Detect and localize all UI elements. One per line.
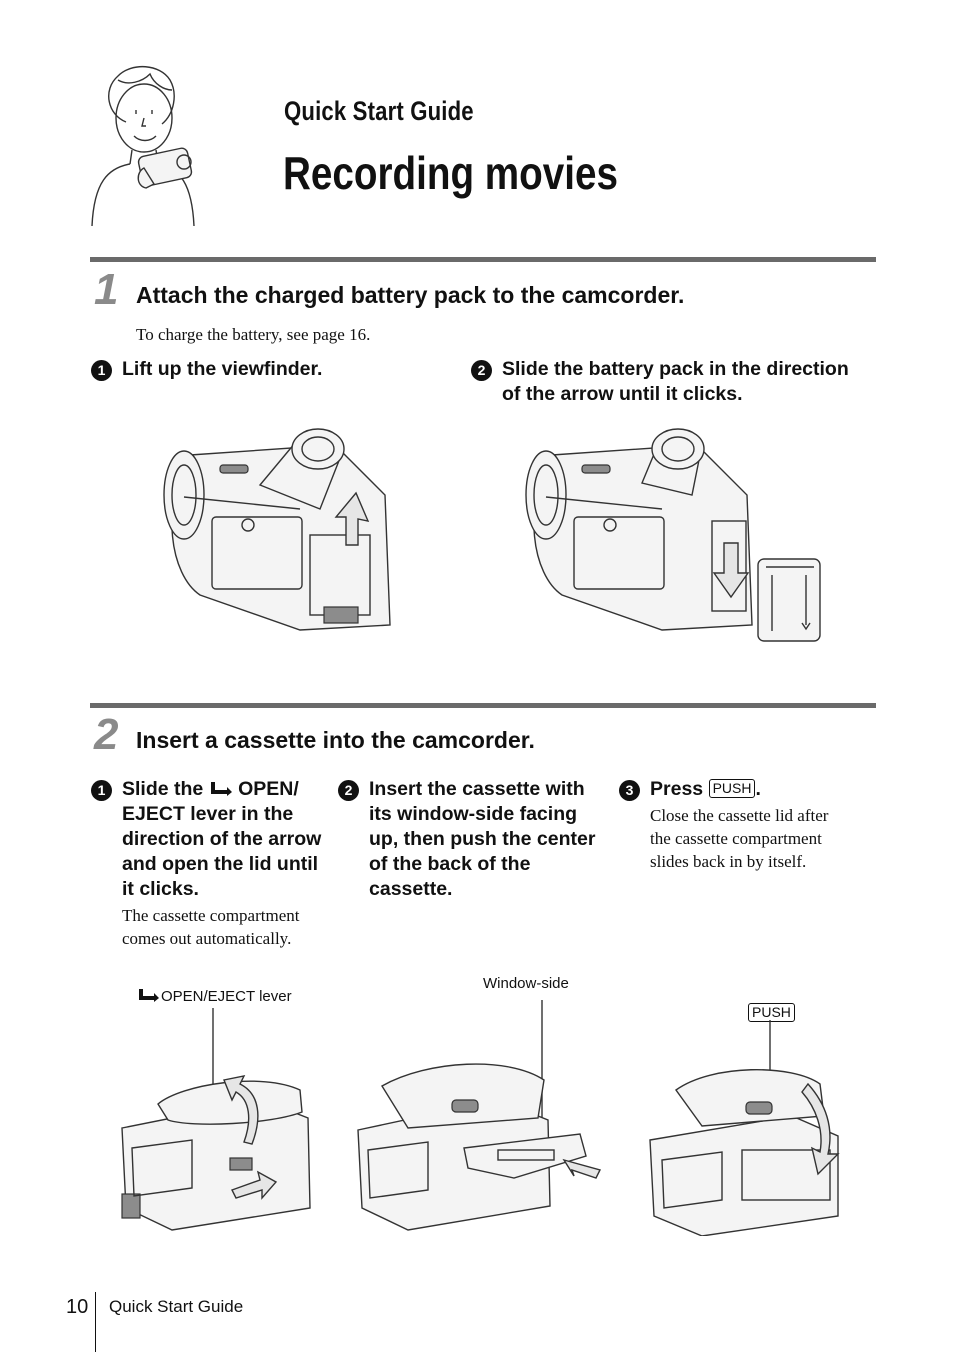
step-2-number: 2 xyxy=(94,710,119,759)
window-side-caption: Window-side xyxy=(483,975,569,992)
step-2-rule xyxy=(90,703,876,708)
open-eject-lever-icon xyxy=(139,989,159,1002)
footer-section-label: Quick Start Guide xyxy=(109,1297,244,1316)
substep-2-2-marker: 2 xyxy=(338,780,359,801)
substep-2-2-text: Insert the cassette with its window-side… xyxy=(369,778,596,900)
section-kicker: Quick Start Guide xyxy=(284,96,474,126)
substep-2-3-text: Press PUSH. xyxy=(650,778,761,800)
push-lid-illustration xyxy=(649,1020,840,1236)
substep-2-3-marker: 3 xyxy=(619,780,640,801)
push-caption: PUSH xyxy=(748,1003,795,1023)
step-1-rule xyxy=(90,257,876,262)
step-1-number: 1 xyxy=(94,265,119,314)
step-1-note: To charge the battery, see page 16. xyxy=(136,325,371,344)
push-key-label: PUSH xyxy=(708,779,756,798)
substep-2-1-note: The cassette compartment comes out autom… xyxy=(122,906,300,948)
substep-2-1-text: Slide the OPEN/ EJECT lever in the direc… xyxy=(122,778,322,900)
substep-1-1-text: Lift up the viewfinder. xyxy=(122,358,323,380)
open-lid-illustration xyxy=(121,1008,311,1231)
insert-cassette-illustration xyxy=(357,1000,602,1231)
page-title: Recording movies xyxy=(283,147,618,199)
camcorder-viewfinder-illustration xyxy=(163,428,391,631)
camcorder-battery-illustration xyxy=(525,428,821,642)
substep-1-2-marker: 2 xyxy=(471,360,492,381)
substep-1-1-marker: 1 xyxy=(91,360,112,381)
substep-1-2-text: Slide the battery pack in the direction … xyxy=(502,358,849,405)
step-1-heading: Attach the charged battery pack to the c… xyxy=(136,282,685,308)
footer-rule xyxy=(95,1292,96,1352)
open-eject-lever-icon xyxy=(210,782,232,796)
page-number: 10 xyxy=(66,1296,89,1318)
step-2-heading: Insert a cassette into the camcorder. xyxy=(136,727,535,753)
substep-2-3-note: Close the cassette lid after the cassett… xyxy=(650,806,829,871)
lever-caption: OPEN/EJECT lever xyxy=(137,988,292,1005)
substep-2-1-marker: 1 xyxy=(91,780,112,801)
person-with-camcorder-icon xyxy=(91,65,195,226)
